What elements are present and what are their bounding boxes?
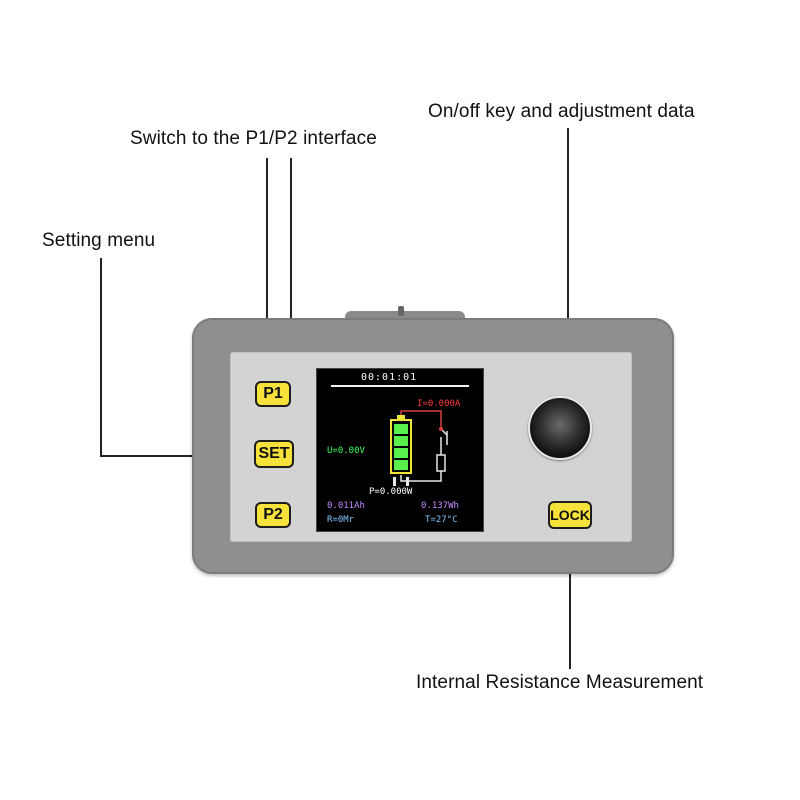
capacity-readout: 0.011Ah (327, 501, 365, 511)
p1-button[interactable]: P1 (255, 381, 291, 407)
battery-cap-icon (397, 415, 405, 420)
circuit-wires-lower (400, 437, 446, 482)
power-readout: P=0.000W (369, 487, 413, 497)
voltage-readout: U=0.00V (327, 446, 365, 456)
leader-line-p1 (266, 158, 268, 382)
battery-icon (390, 419, 412, 474)
callout-knob-label: On/off key and adjustment data (428, 101, 695, 122)
current-readout: I=0.000A (417, 399, 461, 409)
callout-setting-menu-label: Setting menu (42, 230, 156, 251)
power-bar-right (406, 477, 409, 486)
top-edge-tab (345, 311, 465, 321)
circuit-wires (400, 410, 442, 429)
lcd-timer-underline (331, 385, 469, 387)
leader-line-knob (567, 128, 569, 428)
circuit-diagram-icon (393, 410, 448, 486)
lcd-screen: 00:01:01 I=0.000A (316, 368, 484, 532)
top-switch-notch (398, 306, 404, 316)
leader-line-set-vertical (100, 258, 102, 456)
leader-line-lock (569, 528, 571, 669)
resistance-readout: R=0Mr (327, 515, 355, 525)
temperature-readout: T=27°C (425, 515, 458, 525)
lcd-timer: 00:01:01 (361, 372, 418, 383)
callout-lock-label: Internal Resistance Measurement (416, 672, 704, 693)
lock-button[interactable]: LOCK (548, 501, 592, 529)
leader-line-set-horizontal (100, 455, 255, 457)
junction-dot (439, 427, 443, 431)
p2-button[interactable]: P2 (255, 502, 291, 528)
callout-p1p2-label: Switch to the P1/P2 interface (130, 128, 377, 149)
power-bar-left (393, 477, 396, 486)
set-button[interactable]: SET (254, 440, 294, 468)
switch-symbol (440, 428, 448, 445)
adjustment-knob[interactable] (528, 396, 592, 460)
energy-readout: 0.137Wh (421, 501, 459, 511)
